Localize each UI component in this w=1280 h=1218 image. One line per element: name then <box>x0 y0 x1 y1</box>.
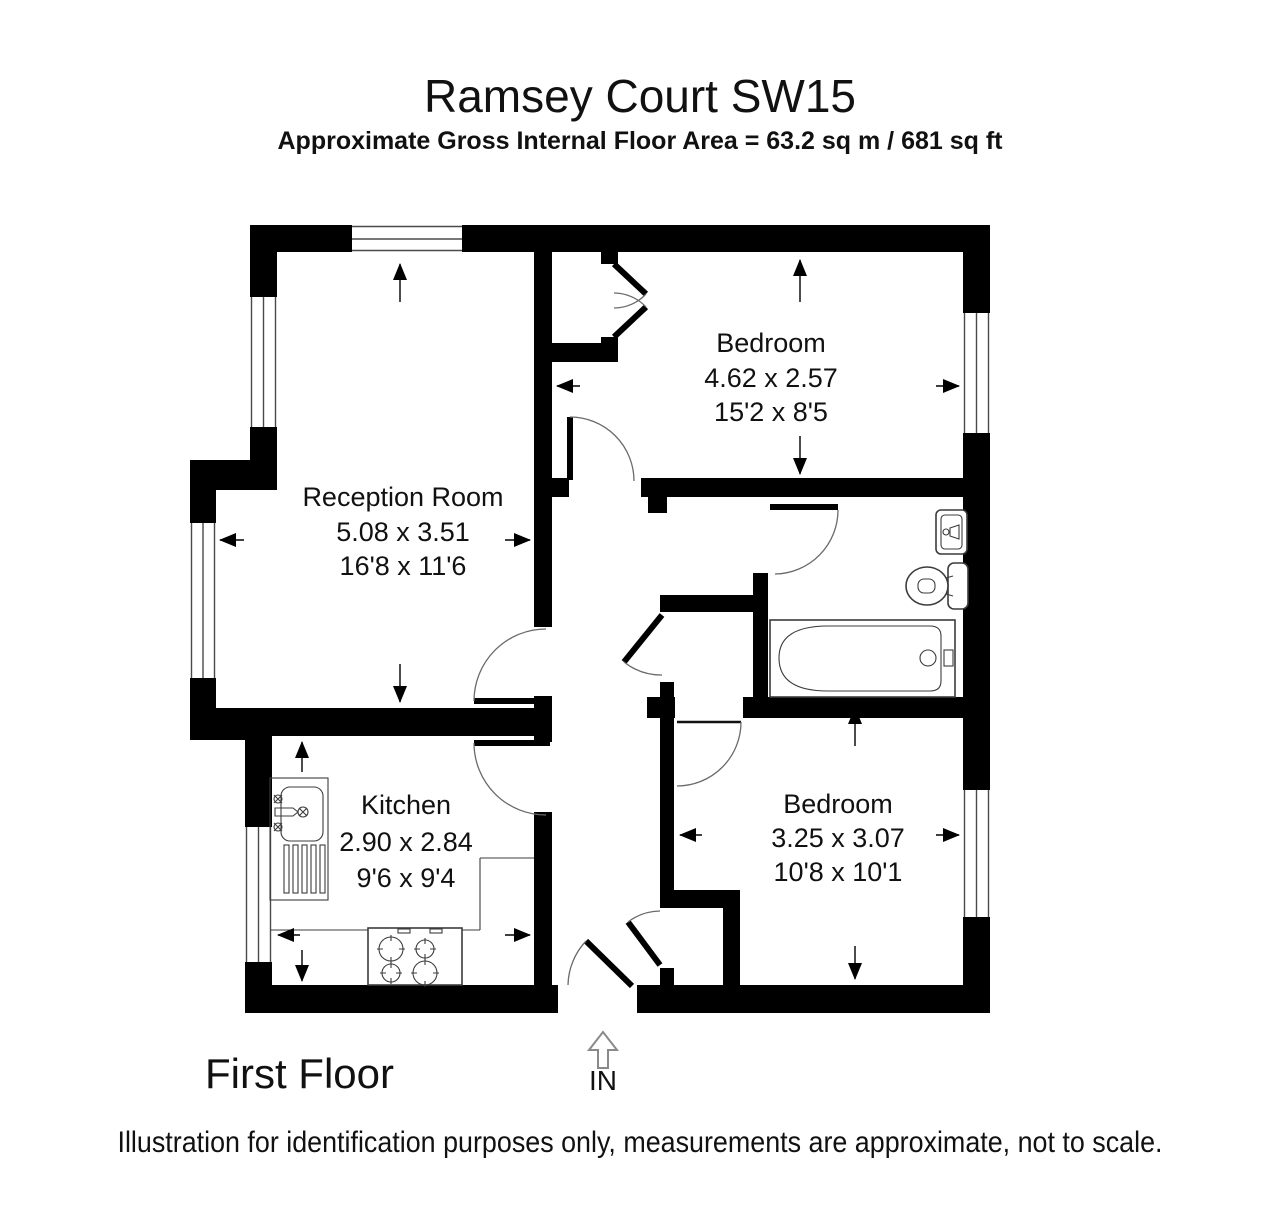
windows <box>190 225 990 962</box>
doors <box>473 261 839 989</box>
entrance-in-label: IN <box>589 1065 617 1096</box>
bathtub-symbol <box>769 619 956 698</box>
front-door <box>567 938 635 989</box>
entrance-opening <box>558 985 637 1013</box>
page-title: Ramsey Court SW15 <box>424 70 856 122</box>
measurement-arrows <box>219 259 960 982</box>
window-reception-left-bay <box>190 523 216 678</box>
bedroom2-imperial: 10'8 x 10'1 <box>774 857 903 887</box>
hall-cupboard-door <box>621 613 665 676</box>
reception-room-imperial: 16'8 x 11'6 <box>340 551 467 581</box>
bathroom-door <box>770 504 839 575</box>
window-reception-left-upper <box>250 297 277 427</box>
reception-door <box>473 628 550 704</box>
kitchen-label: Kitchen 2.90 x 2.84 9'6 x 9'4 <box>339 790 473 893</box>
bedroom2-metric: 3.25 x 3.07 <box>771 823 905 853</box>
entrance-in-arrow-icon <box>586 1030 620 1069</box>
bedroom1-label: Bedroom 4.62 x 2.57 15'2 x 8'5 <box>704 328 838 427</box>
bedroom1-name: Bedroom <box>716 328 826 358</box>
bedroom1-imperial: 15'2 x 8'5 <box>714 397 828 427</box>
reception-room-metric: 5.08 x 3.51 <box>336 517 470 547</box>
bedroom1-cupboard-doors <box>611 261 649 340</box>
hob-symbol <box>367 927 463 987</box>
fixtures <box>269 509 969 987</box>
kitchen-door <box>473 740 550 816</box>
window-bedroom1-right <box>963 313 990 433</box>
bedroom2-closet-door <box>625 910 663 967</box>
reception-room-name: Reception Room <box>302 482 503 512</box>
kitchen-metric: 2.90 x 2.84 <box>339 827 473 857</box>
toilet-symbol <box>905 562 969 610</box>
bedroom1-door <box>567 416 635 482</box>
kitchen-counter <box>270 857 534 931</box>
kitchen-imperial: 9'6 x 9'4 <box>357 863 456 893</box>
disclaimer-text: Illustration for identification purposes… <box>118 1126 1163 1159</box>
window-reception-top <box>352 225 462 252</box>
window-bedroom2-right <box>963 790 990 917</box>
reception-room-label: Reception Room 5.08 x 3.51 16'8 x 11'6 <box>302 482 503 581</box>
floor-area-subtitle: Approximate Gross Internal Floor Area = … <box>278 127 1004 155</box>
bedroom2-name: Bedroom <box>783 789 893 819</box>
bedroom2-door <box>676 720 742 787</box>
kitchen-sink-symbol <box>269 777 329 901</box>
inner-walls <box>215 252 963 985</box>
bathroom-sink-symbol <box>935 509 968 555</box>
kitchen-name: Kitchen <box>361 790 451 820</box>
bedroom1-metric: 4.62 x 2.57 <box>704 363 838 393</box>
floor-label: First Floor <box>205 1050 394 1097</box>
window-kitchen-left <box>245 827 272 962</box>
bedroom2-label: Bedroom 3.25 x 3.07 10'8 x 10'1 <box>771 789 905 887</box>
room-labels: Reception Room 5.08 x 3.51 16'8 x 11'6 B… <box>302 328 904 893</box>
entrance-marker: IN <box>586 1030 620 1096</box>
